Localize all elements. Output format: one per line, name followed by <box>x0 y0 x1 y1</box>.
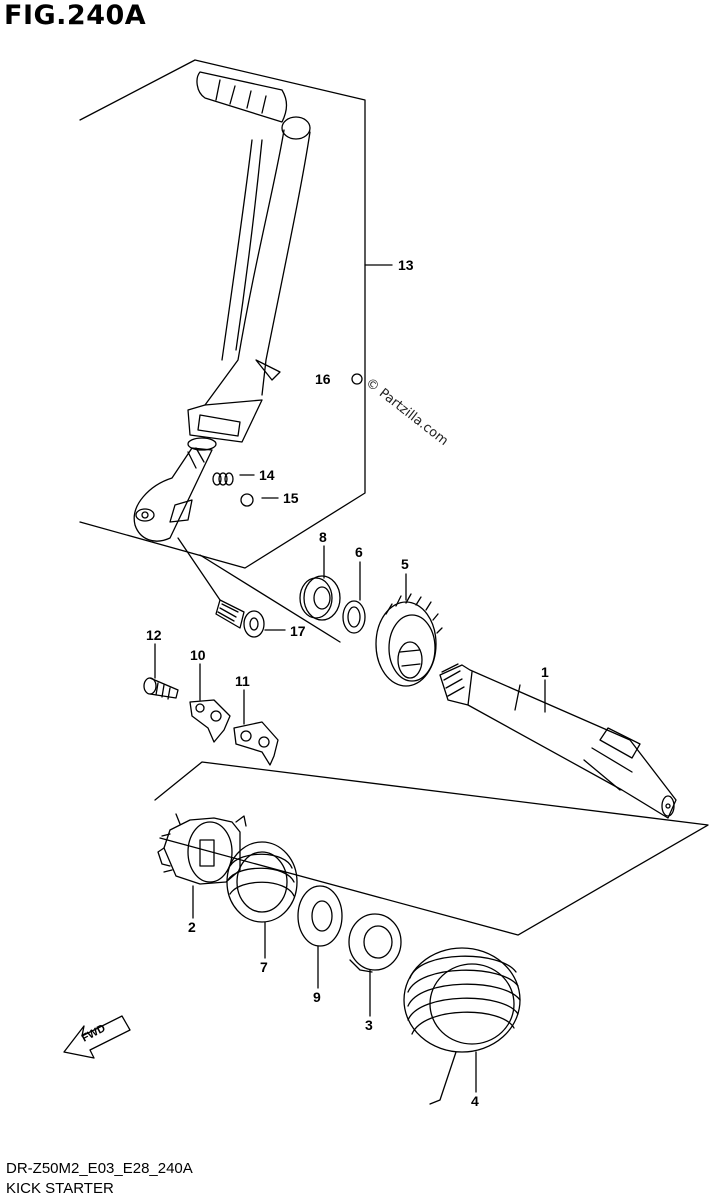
leader-lines <box>154 264 546 1093</box>
forward-direction-arrow <box>63 1015 131 1059</box>
group-boundary-lower <box>154 761 709 936</box>
callout-8: 8 <box>319 529 327 545</box>
callout-15: 15 <box>283 490 299 506</box>
washer-6 <box>342 600 366 634</box>
callout-2: 2 <box>188 919 196 935</box>
callout-9: 9 <box>313 989 321 1005</box>
callout-7: 7 <box>260 959 268 975</box>
callout-3: 3 <box>365 1017 373 1033</box>
bolt-12 <box>143 677 179 700</box>
figure-title: FIG.240A <box>4 0 147 31</box>
spring-14 <box>212 472 234 486</box>
callout-6: 6 <box>355 544 363 560</box>
callout-13: 13 <box>398 257 414 273</box>
callout-5: 5 <box>401 556 409 572</box>
callout-14: 14 <box>259 467 275 483</box>
lever-boss <box>133 437 217 542</box>
bolt-17 <box>215 599 265 638</box>
kick-shaft-1 <box>439 663 677 819</box>
plate-11 <box>233 721 279 766</box>
callout-12: 12 <box>146 627 162 643</box>
spacer-3 <box>348 913 402 973</box>
oil-seal-8 <box>299 575 341 621</box>
copyright-symbol-icon <box>351 373 363 385</box>
ball-15 <box>240 493 254 507</box>
washer-9 <box>297 885 343 947</box>
callout-11: 11 <box>235 673 250 689</box>
callout-10: 10 <box>190 647 206 663</box>
callout-16: 16 <box>315 371 331 387</box>
callout-17: 17 <box>290 623 306 639</box>
model-code: DR-Z50M2_E03_E28_240A <box>6 1160 193 1177</box>
callout-4: 4 <box>471 1093 479 1109</box>
kick-lever <box>187 71 311 443</box>
guide-plate-10 <box>189 699 231 743</box>
return-spring-4 <box>403 947 521 1105</box>
ratchet-2 <box>157 813 247 885</box>
kick-gear-5 <box>375 593 443 687</box>
section-name: KICK STARTER <box>6 1180 114 1197</box>
watermark: © Partzilla.com <box>363 375 451 449</box>
spring-7 <box>226 841 298 923</box>
assembly-bracket-13 <box>79 59 366 569</box>
callout-1: 1 <box>541 664 549 680</box>
